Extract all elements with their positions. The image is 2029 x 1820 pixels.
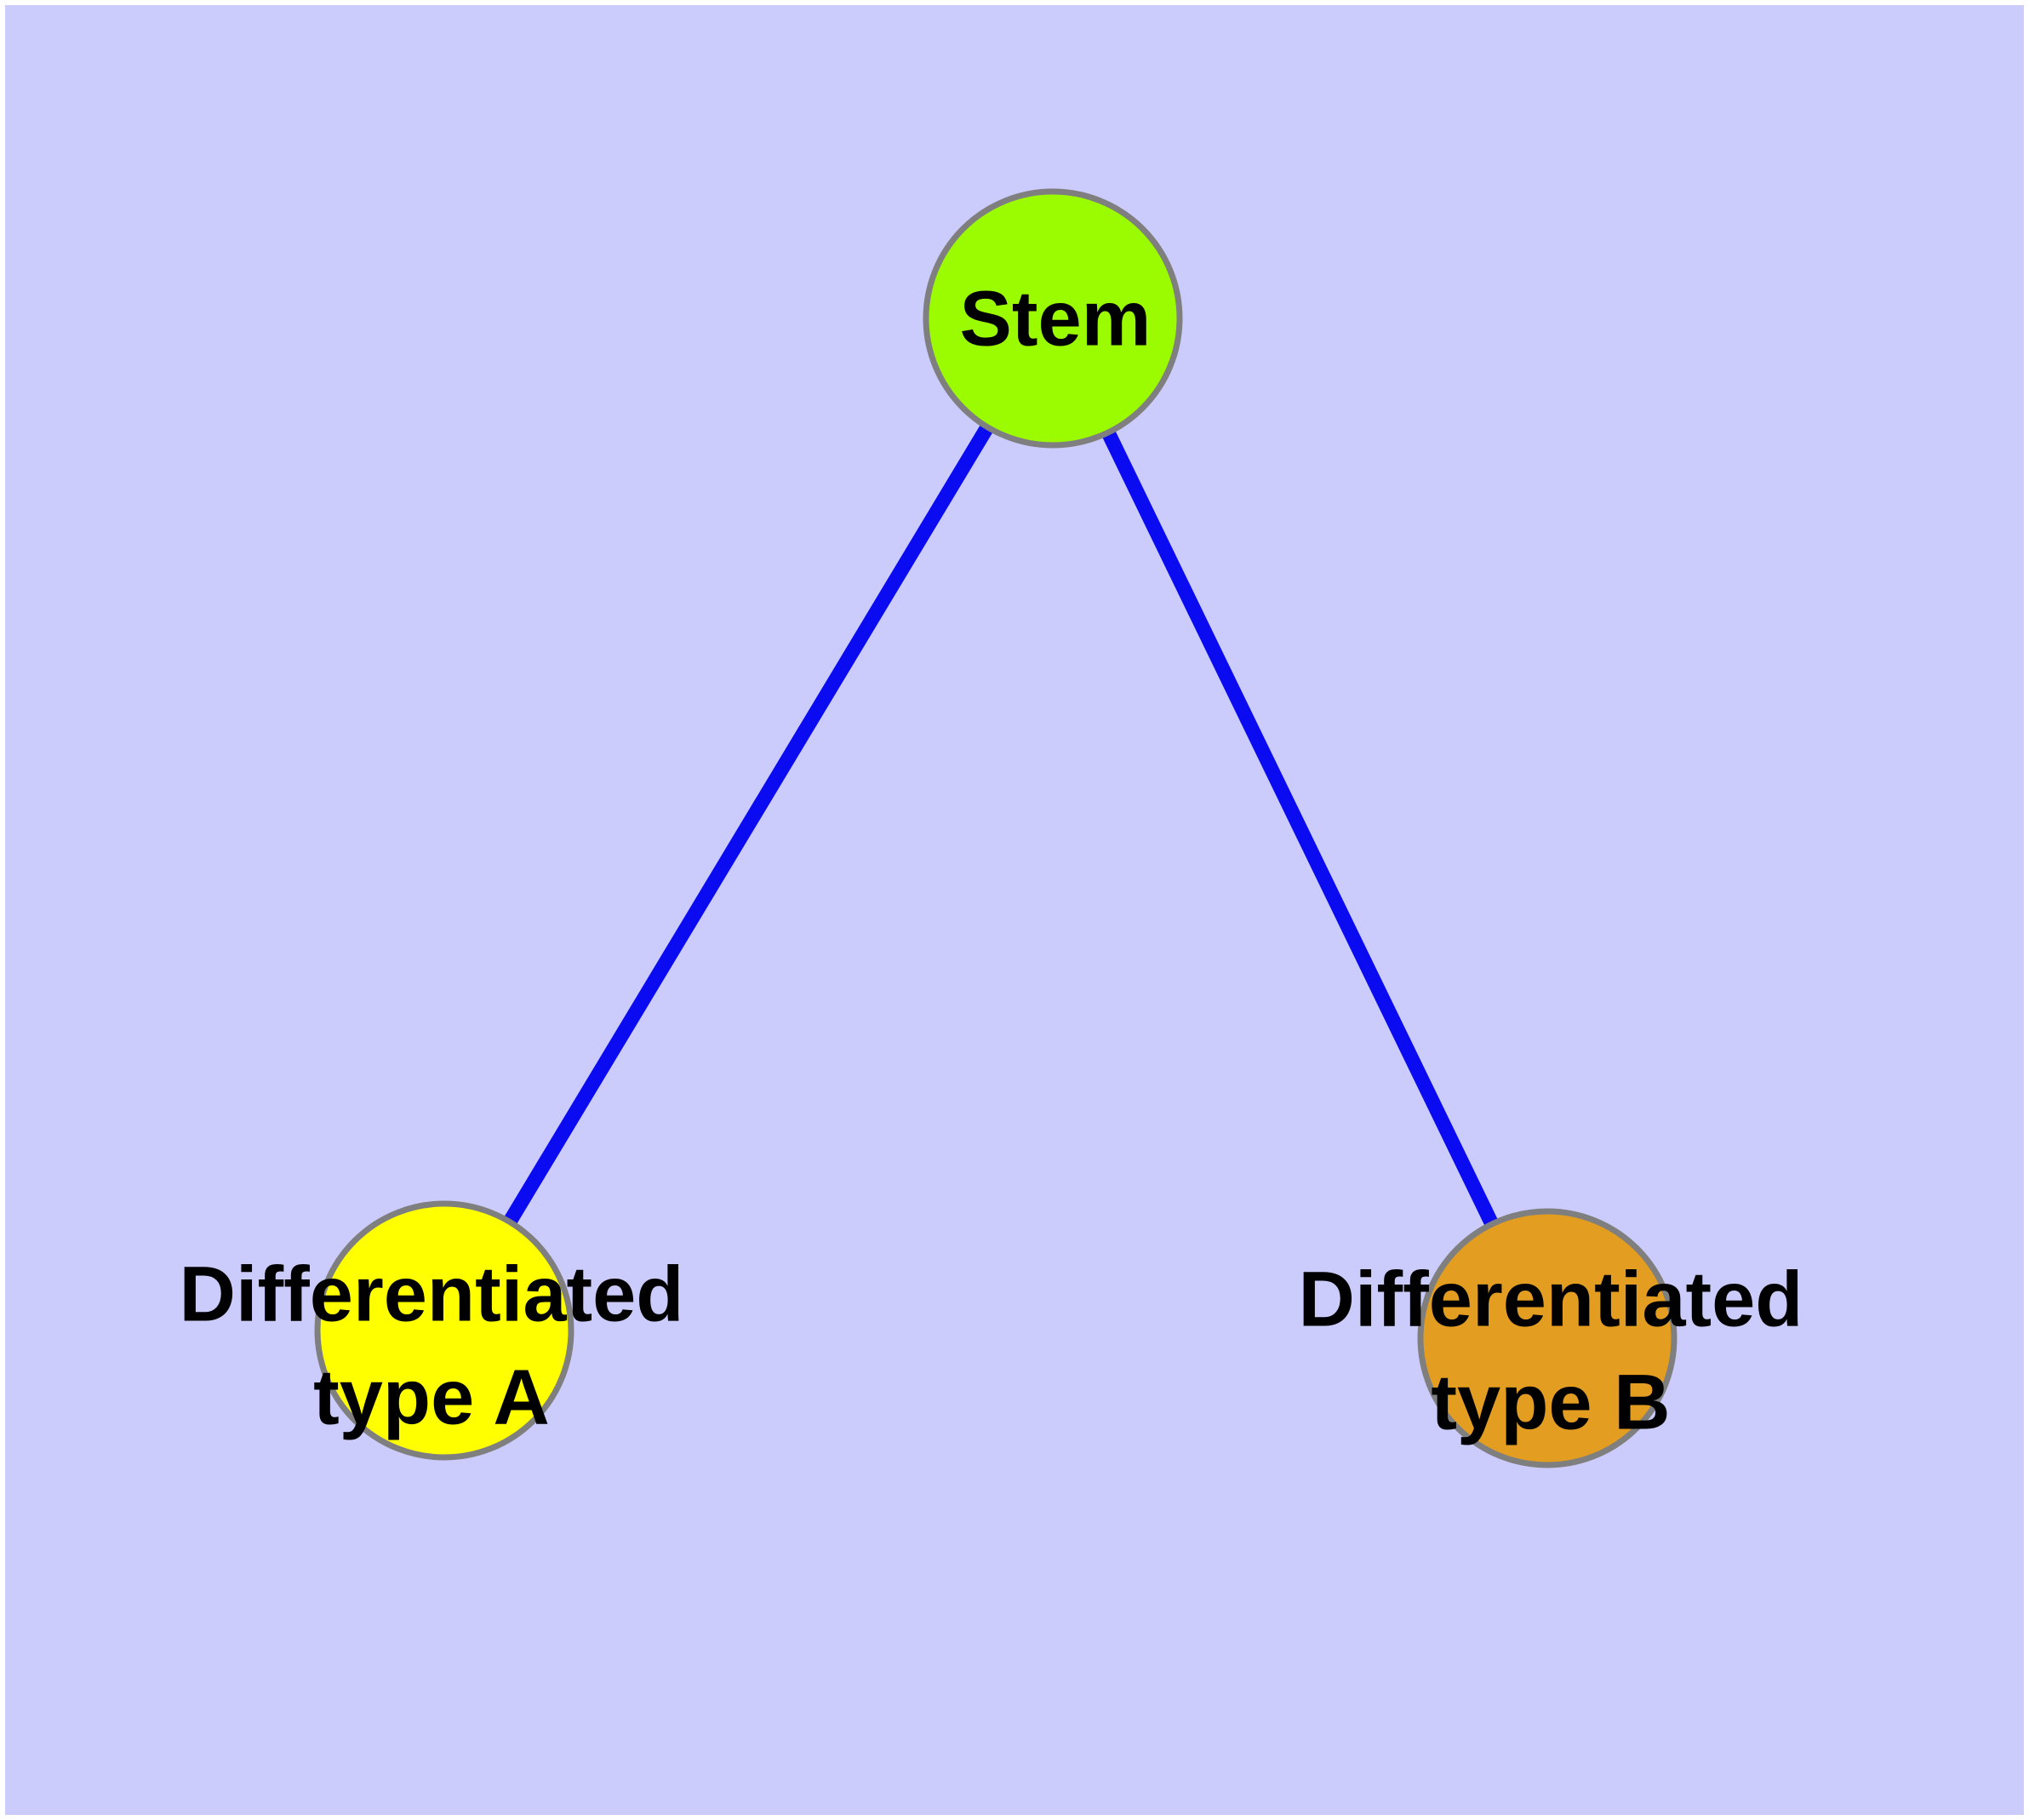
node-stem-circle xyxy=(923,188,1183,449)
label-line: type A xyxy=(313,1354,550,1441)
node-differentiated-type-a-label: Differentiated type A xyxy=(180,1244,684,1451)
node-differentiated-type-b-label: Differentiated type B xyxy=(1299,1249,1803,1456)
node-differentiated-type-a-circle xyxy=(314,1200,574,1461)
node-differentiated-type-b-circle xyxy=(1417,1208,1677,1468)
edge-stem-to-type-b xyxy=(1046,315,1554,1342)
label-line: Differentiated xyxy=(179,1251,684,1338)
label-line: Differentiated xyxy=(1298,1256,1803,1343)
edge-stem-to-type-a xyxy=(437,314,1060,1335)
label-line: Stem xyxy=(959,275,1152,363)
node-stem-label: Stem xyxy=(960,267,1152,370)
label-line: type B xyxy=(1431,1359,1671,1446)
